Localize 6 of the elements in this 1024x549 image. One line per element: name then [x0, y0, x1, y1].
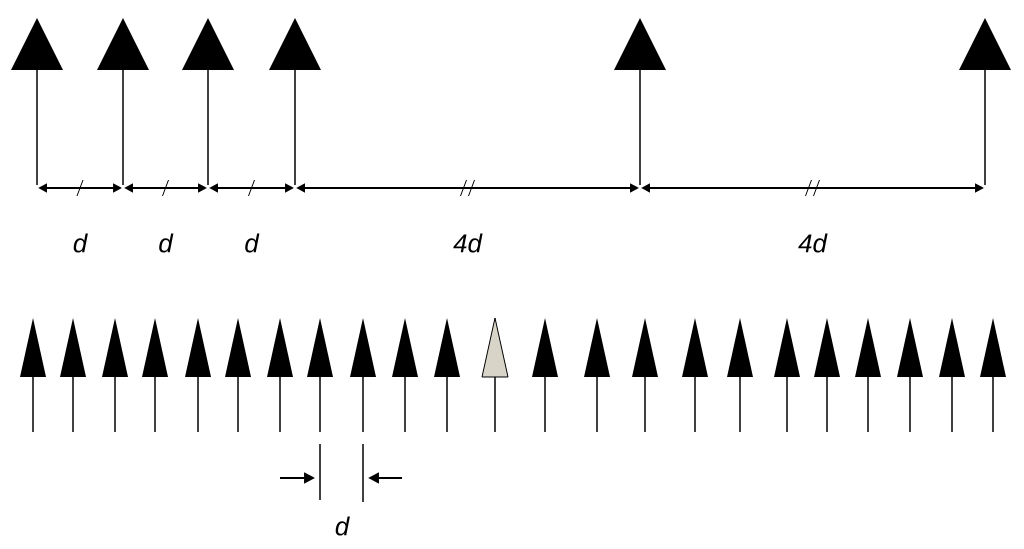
dimension-label: d [159, 233, 174, 253]
dimension-label: d [73, 233, 88, 253]
dimension-label: d [335, 516, 350, 536]
dimension-label: d [245, 233, 260, 253]
dimension-label: 4d [798, 233, 828, 253]
dimension-label: 4d [453, 233, 483, 253]
